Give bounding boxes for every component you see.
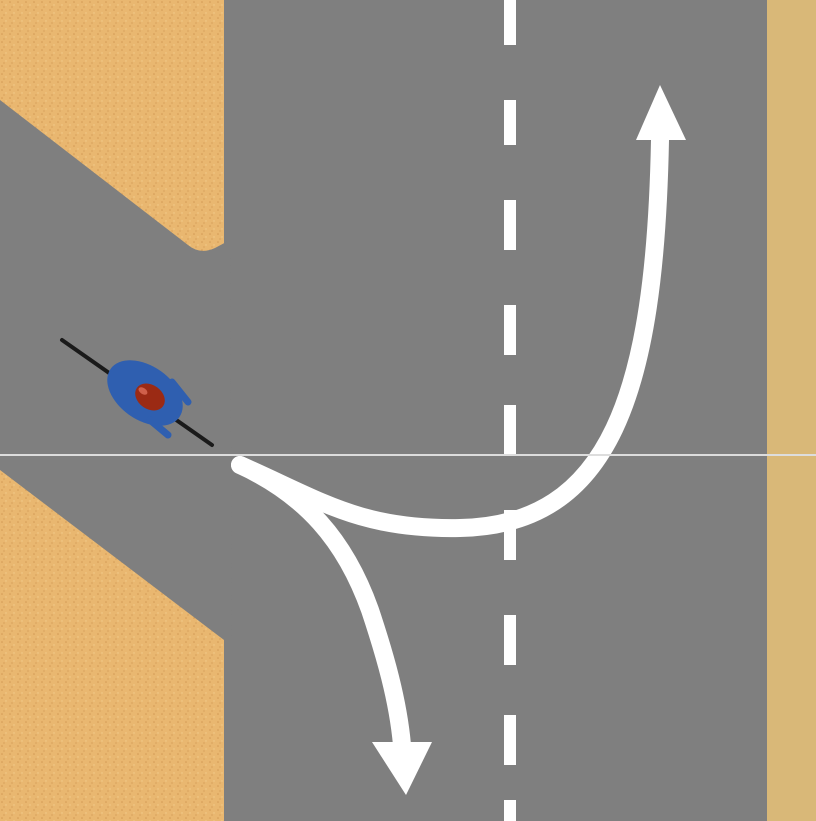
- main-road: [224, 0, 767, 821]
- verge-right: [765, 0, 816, 821]
